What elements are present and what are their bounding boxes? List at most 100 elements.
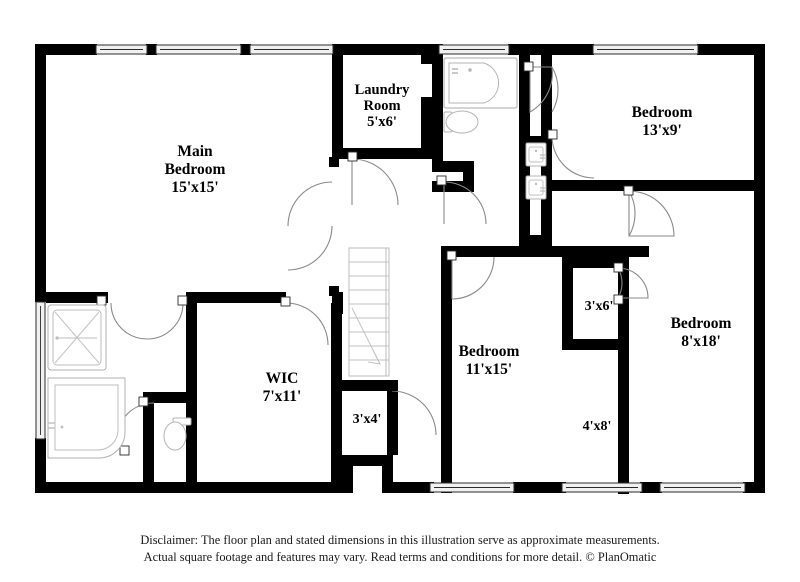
disclaimer-line-2: Actual square footage and features may v…	[143, 550, 657, 565]
closet-dim-3x4: 3'x4'	[353, 412, 382, 427]
wall-closet34-top	[342, 380, 398, 391]
wall-halfbath-left	[143, 392, 154, 493]
wall-left-2	[35, 438, 46, 493]
door-mainbath-left	[110, 302, 148, 340]
sink-upper-icon	[525, 142, 547, 167]
wall-br13-bottom-2	[641, 180, 765, 191]
wall-vanity-bottom	[519, 235, 552, 246]
wall-top-3	[508, 44, 594, 55]
wall-bottom-jog-top	[331, 455, 393, 466]
wall-closet34-right	[387, 380, 398, 455]
room-name-bedroom818: Bedroom	[671, 315, 732, 332]
door-bedroom11x15	[446, 250, 495, 300]
wall-upperbath-left	[432, 44, 443, 172]
wall-left-1	[35, 44, 46, 302]
wall-right	[754, 44, 765, 493]
door-mainbath-right	[96, 295, 188, 340]
label-laundry-room: Laundry Room 5'x6'	[355, 82, 411, 130]
wall-closet36-top	[562, 257, 629, 268]
room-name-laundry: Laundry	[355, 82, 411, 98]
window-top-laundrybath	[438, 44, 510, 55]
closet-dim-4x8: 4'x8'	[583, 419, 612, 434]
window-top-3	[249, 44, 334, 55]
wall-bottom-3	[513, 482, 565, 493]
wall-upperbath-bottom-2	[432, 181, 474, 192]
window-bottom-1	[429, 482, 515, 493]
wall-top-1	[35, 44, 97, 55]
room-name-bedroom13: Bedroom	[632, 104, 693, 121]
wall-main-bedroom-bottom-2	[186, 292, 286, 303]
window-top-2	[155, 44, 242, 55]
door-hall-double-upper	[287, 157, 339, 227]
wall-laundry-right-lower	[421, 97, 432, 159]
wall-br13-bottom-1	[552, 180, 652, 191]
door-corridor	[547, 129, 595, 179]
door-laundry	[347, 151, 399, 206]
toilet-upper-icon	[443, 110, 479, 134]
room-dim-wic: 7'x11'	[263, 388, 302, 405]
room-dim-main-bedroom: 15'x15'	[171, 179, 218, 196]
label-bedroom-8x18: Bedroom 8'x18'	[671, 315, 732, 350]
door-closet34	[387, 380, 437, 436]
fixtures	[47, 57, 547, 459]
room-dim-laundry: 5'x6'	[367, 114, 397, 130]
wall-closet36-left	[562, 257, 573, 350]
room-labels: Main Bedroom 15'x15' Laundry Room 5'x6' …	[165, 82, 732, 434]
wall-halfbath-top	[143, 392, 197, 403]
wall-top-2	[340, 44, 440, 55]
closet-dim-3x6: 3'x6'	[585, 299, 614, 314]
room-name-main-bedroom-2: Bedroom	[165, 161, 226, 178]
window-top-bedroom13	[592, 44, 699, 55]
walls	[35, 44, 765, 494]
label-bedroom-13x9: Bedroom 13'x9'	[632, 104, 693, 139]
window-bottom-3	[659, 482, 746, 493]
door-closet36	[613, 262, 649, 305]
wall-top-mullion-2	[240, 44, 251, 55]
wall-top-4	[697, 44, 765, 55]
bathtub-main-icon	[47, 377, 126, 459]
sink-lower-icon	[525, 175, 547, 200]
wall-upperbath-right	[519, 55, 530, 145]
wall-closet36-bottom	[562, 339, 629, 350]
wall-laundry-right-upper	[421, 44, 432, 64]
wall-laundry-bottom	[343, 148, 421, 159]
wall-br11-top	[441, 246, 629, 257]
room-dim-bedroom818: 8'x18'	[681, 333, 721, 350]
staircase-icon	[348, 247, 390, 377]
shower-icon	[47, 304, 107, 371]
room-name-wic: WIC	[266, 370, 299, 387]
doors	[96, 61, 675, 456]
door-bedroom8x18	[623, 185, 675, 237]
window-left-bath	[35, 301, 46, 440]
toilet-halfbath-icon	[163, 417, 192, 451]
wall-main-bedroom-bottom-1	[46, 292, 97, 303]
wall-top-mullion-1	[146, 44, 157, 55]
wall-wic-right	[331, 303, 342, 493]
door-bedroom13	[523, 61, 559, 113]
wall-vanity-left	[519, 136, 530, 246]
room-name-main-bedroom: Main	[177, 143, 213, 160]
wall-bottom-5	[743, 482, 765, 493]
wall-br11-right	[618, 246, 629, 494]
wall-upperbath-bottom-1	[432, 161, 472, 172]
wall-br11-left	[441, 246, 452, 493]
disclaimer-line-1: Disclaimer: The floor plan and stated di…	[140, 533, 660, 548]
windows	[35, 44, 746, 493]
room-dim-bedroom1115: 11'x15'	[466, 361, 513, 378]
label-bedroom-11x15: Bedroom 11'x15'	[459, 343, 520, 378]
wall-bottom-jog-right	[382, 455, 393, 493]
window-bottom-2	[561, 482, 643, 493]
door-upperbath	[436, 175, 487, 225]
bathtub-upper-icon	[443, 57, 518, 109]
room-name-laundry-2: Room	[363, 98, 400, 114]
wall-vanity-top	[519, 136, 552, 147]
wall-main-bedroom-right-upper	[332, 44, 343, 159]
door-wic	[280, 296, 329, 346]
wall-bottom-2	[382, 482, 430, 493]
label-wic: WIC 7'x11'	[263, 370, 302, 405]
room-dim-bedroom13: 13'x9'	[642, 122, 682, 139]
window-top-1	[95, 44, 148, 55]
room-name-bedroom1115: Bedroom	[459, 343, 520, 360]
